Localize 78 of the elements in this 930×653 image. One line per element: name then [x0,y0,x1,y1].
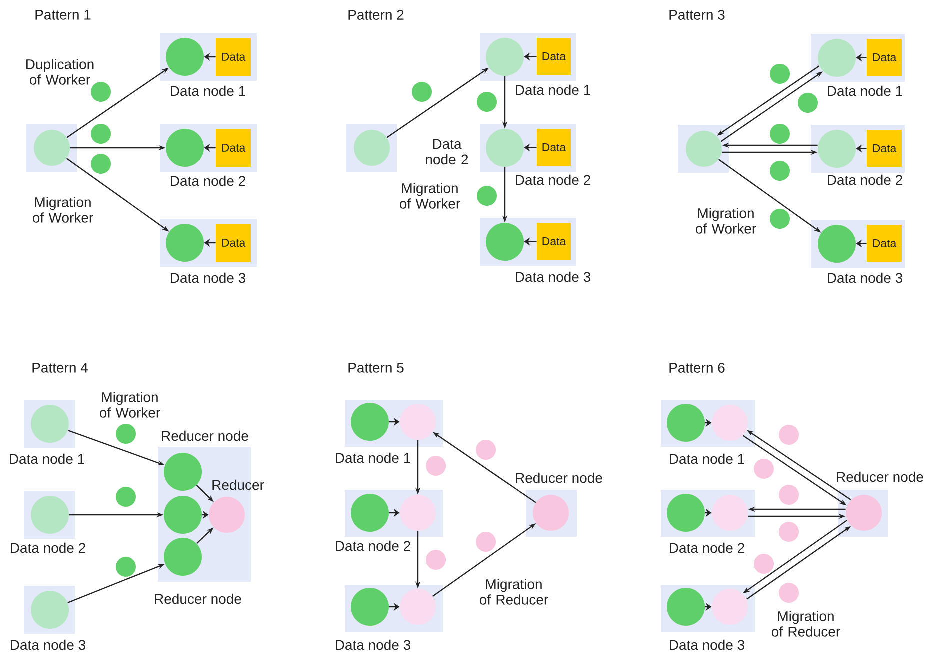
circle [400,589,436,625]
node-caption: Data node 2 [336,540,410,552]
data-box: Data [216,38,251,76]
node-caption: Data node 3 [171,272,246,284]
node-caption: Data node 1 [670,454,744,464]
node-caption: Data node 1 [10,454,84,464]
circle [164,453,202,491]
node-caption: Data node 1 [516,84,590,96]
circle [166,224,204,262]
circle [400,404,436,440]
circle [533,495,569,531]
data-box: Data [537,223,571,260]
data-box: Data [537,38,571,75]
data-box: Data [537,129,571,166]
circle [712,495,748,531]
node-caption: Data node 2 [670,542,744,554]
circle [667,404,705,442]
text-label: Data node 2 [426,139,468,165]
text-label: Migration of Worker [400,183,460,209]
text-label: Pattern 3 [670,10,725,20]
node-caption: Data node 2 [516,174,590,186]
data-box: Data [216,224,251,262]
text-label: Pattern 2 [348,10,404,20]
node-caption: Data node 2 [171,176,246,186]
circle [846,495,882,531]
circle [712,589,748,625]
circle [400,495,436,531]
circle [354,130,390,166]
circle [686,131,722,167]
node-caption: Reducer node [155,594,242,604]
circle [351,494,389,532]
circle [667,588,705,626]
circle [486,38,524,76]
data-box: Data [867,130,902,167]
node-caption: Data node 1 [171,86,246,96]
data-box: Data [867,39,902,76]
text-label: Pattern 6 [670,363,725,373]
node-caption: Data node 3 [828,272,902,284]
circle [818,225,856,263]
circle [818,39,856,77]
circle [351,588,389,626]
node-caption: Reducer node [516,472,602,484]
text-label: Duplication of Worker [26,59,94,85]
node-caption: Reducer [212,480,264,490]
node-caption: Data node 2 [11,542,86,554]
node-caption: Data node 2 [828,174,902,186]
circle [166,38,204,76]
node-caption: Data node 3 [336,640,410,650]
node-caption: Data node 3 [670,640,744,650]
circle [712,405,748,441]
circle [486,223,524,261]
data-box: Data [867,225,902,262]
circle [34,130,70,166]
node-caption: Reducer node [162,430,248,442]
circle [818,130,856,168]
node-caption: Data node 3 [11,640,86,650]
text-label: Pattern 1 [36,10,91,20]
circle [351,403,389,441]
circle [164,538,202,576]
circle [31,591,69,629]
node-caption: Reducer node [837,472,924,482]
circle [667,494,705,532]
text-label: Migration of Worker [696,208,756,234]
text-label: Migration of Reducer [772,611,840,637]
text-label: Pattern 5 [348,363,404,373]
data-box: Data [216,129,251,167]
node-caption: Data node 3 [516,272,590,282]
node-caption: Data node 1 [336,452,410,464]
text-label: Migration of Worker [100,392,160,418]
text-label: Pattern 4 [32,363,88,373]
text-label: Migration of Worker [33,197,94,223]
circle [31,405,69,443]
circle [164,496,202,534]
text-label: Migration of Reducer [480,579,548,605]
circle [486,129,524,167]
node-caption: Data node 1 [828,86,902,96]
circle [166,129,204,167]
circle [31,496,69,534]
